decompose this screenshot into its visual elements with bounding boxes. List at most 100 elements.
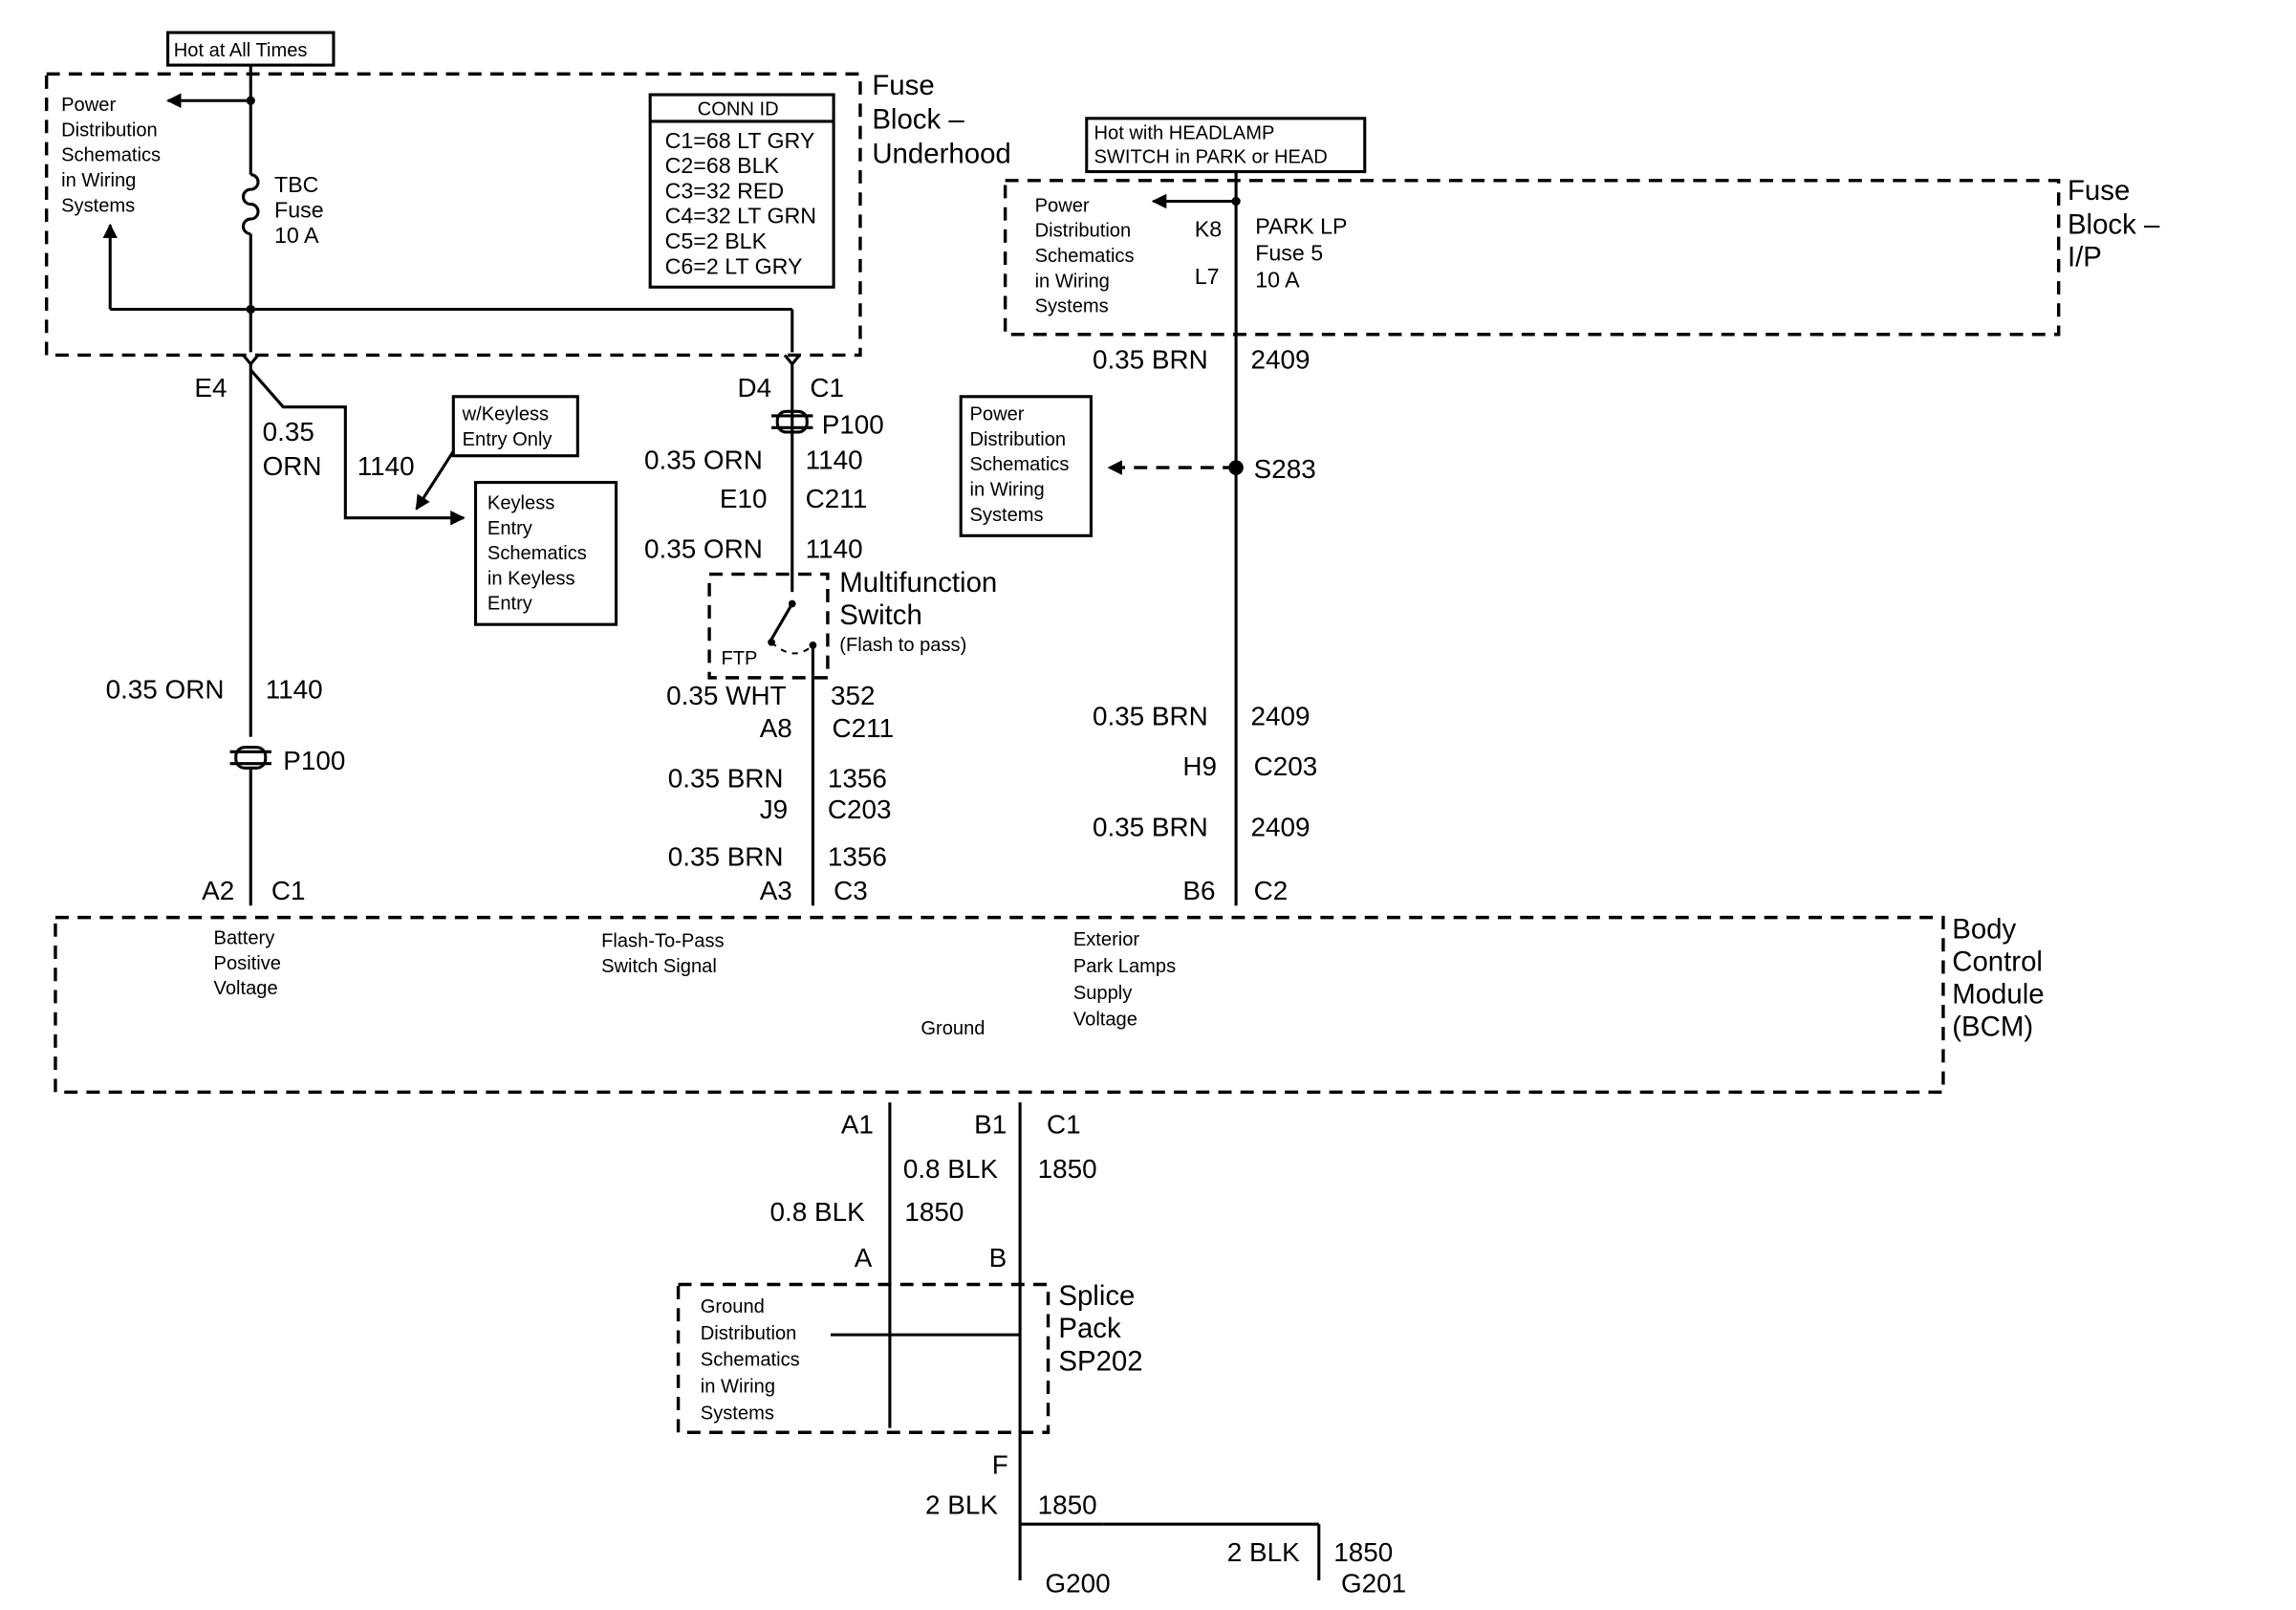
- svg-text:Distribution: Distribution: [61, 120, 158, 141]
- svg-text:Distribution: Distribution: [1035, 221, 1132, 242]
- svg-text:0.8 BLK: 0.8 BLK: [903, 1154, 999, 1184]
- tbc-amp-label: 10 A: [274, 223, 319, 248]
- svg-text:Exterior: Exterior: [1073, 929, 1140, 950]
- s283-splice-node: [1228, 460, 1244, 475]
- svg-text:C3: C3: [834, 876, 868, 905]
- svg-text:A8: A8: [760, 713, 792, 743]
- svg-text:SWITCH in PARK or HEAD: SWITCH in PARK or HEAD: [1094, 146, 1328, 167]
- keyless-circuit: 1140: [357, 451, 415, 481]
- svg-text:Entry: Entry: [487, 518, 533, 539]
- svg-text:C211: C211: [806, 484, 868, 513]
- svg-text:B6: B6: [1182, 876, 1215, 905]
- svg-text:0.35 WHT: 0.35 WHT: [666, 681, 786, 710]
- fuse-block-ip-outline: [1003, 179, 2061, 337]
- svg-text:Distribution: Distribution: [701, 1323, 797, 1344]
- svg-text:Block –: Block –: [2068, 209, 2160, 241]
- svg-text:SP202: SP202: [1058, 1345, 1142, 1377]
- fuse-block-underhood-title-3: Underhood: [872, 138, 1010, 169]
- svg-text:2 BLK: 2 BLK: [1227, 1537, 1300, 1567]
- svg-text:in Keyless: in Keyless: [487, 568, 575, 589]
- svg-text:C5=2 BLK: C5=2 BLK: [665, 228, 768, 253]
- keyless-entry-ref-box[interactable]: [473, 481, 618, 626]
- svg-text:(BCM): (BCM): [1952, 1011, 2033, 1042]
- svg-text:10 A: 10 A: [1255, 267, 1300, 292]
- svg-text:2409: 2409: [1251, 344, 1310, 374]
- svg-text:A2: A2: [202, 876, 234, 905]
- svg-text:Schematics: Schematics: [61, 145, 161, 166]
- svg-text:B1: B1: [974, 1110, 1007, 1140]
- svg-text:C3=32 RED: C3=32 RED: [665, 178, 784, 203]
- conn-id-table-underhood: [648, 93, 835, 289]
- svg-text:Battery: Battery: [214, 927, 276, 948]
- svg-text:H9: H9: [1182, 751, 1217, 781]
- svg-text:Schematics: Schematics: [1035, 246, 1135, 267]
- e4-connector-icon: [242, 354, 260, 367]
- conn-id-underhood-rows: C1=68 LT GRY C2=68 BLK C3=32 RED C4=32 L…: [665, 128, 816, 279]
- svg-text:Fuse 5: Fuse 5: [1255, 240, 1323, 265]
- svg-text:Systems: Systems: [701, 1403, 774, 1424]
- svg-text:1356: 1356: [828, 763, 887, 793]
- svg-text:0.8 BLK: 0.8 BLK: [770, 1197, 866, 1227]
- svg-text:Power: Power: [61, 95, 116, 116]
- svg-text:PARK LP: PARK LP: [1255, 214, 1347, 239]
- svg-text:1140: 1140: [806, 446, 863, 475]
- svg-text:2 BLK: 2 BLK: [925, 1490, 998, 1519]
- svg-text:Schematics: Schematics: [969, 454, 1069, 475]
- svg-text:C2: C2: [1254, 876, 1289, 905]
- svg-text:P100: P100: [822, 410, 884, 440]
- svg-text:2409: 2409: [1251, 813, 1310, 842]
- ftp-switch-contact: [769, 602, 794, 641]
- svg-text:C203: C203: [828, 794, 892, 824]
- fuse-block-underhood-title-2: Block –: [872, 104, 964, 136]
- svg-text:A1: A1: [841, 1110, 874, 1140]
- svg-text:(Flash to pass): (Flash to pass): [839, 635, 966, 656]
- svg-text:G201: G201: [1341, 1568, 1406, 1598]
- svg-text:S283: S283: [1254, 454, 1316, 484]
- svg-text:Body: Body: [1952, 913, 2016, 945]
- svg-text:Schematics: Schematics: [487, 543, 587, 564]
- conn-id-header: CONN ID: [698, 99, 779, 120]
- keyless-color: ORN: [263, 451, 322, 481]
- svg-text:Schematics: Schematics: [701, 1350, 800, 1371]
- svg-text:0.35 BRN: 0.35 BRN: [1093, 813, 1208, 842]
- svg-text:Entry Only: Entry Only: [463, 429, 553, 450]
- svg-text:1140: 1140: [266, 675, 323, 705]
- p100-inline-connector: [234, 746, 268, 770]
- svg-text:C6=2 LT GRY: C6=2 LT GRY: [665, 253, 803, 278]
- svg-text:0.35 BRN: 0.35 BRN: [668, 841, 784, 871]
- fuse-block-underhood-title-1: Fuse: [872, 70, 934, 101]
- svg-text:Entry: Entry: [487, 594, 533, 615]
- svg-text:1850: 1850: [1038, 1154, 1097, 1184]
- keyless-note-arrow: [415, 450, 455, 511]
- svg-text:1850: 1850: [904, 1197, 964, 1227]
- tbc-node: [246, 96, 255, 105]
- svg-text:Park Lamps: Park Lamps: [1073, 956, 1176, 977]
- svg-text:Switch Signal: Switch Signal: [601, 956, 717, 977]
- svg-text:Power: Power: [1035, 195, 1090, 216]
- p100-mid-connector: [775, 409, 809, 434]
- svg-text:Positive: Positive: [214, 953, 281, 974]
- svg-text:0.35 ORN: 0.35 ORN: [644, 534, 763, 564]
- svg-text:in Wiring: in Wiring: [61, 170, 136, 191]
- svg-text:A3: A3: [760, 876, 792, 905]
- svg-text:Control: Control: [1952, 946, 2043, 977]
- svg-text:Power: Power: [969, 404, 1024, 425]
- keyless-only-box: [451, 395, 579, 458]
- svg-text:1850: 1850: [1038, 1490, 1097, 1519]
- svg-text:Systems: Systems: [61, 195, 135, 216]
- svg-text:in Wiring: in Wiring: [701, 1376, 775, 1397]
- svg-text:Flash-To-Pass: Flash-To-Pass: [601, 931, 725, 952]
- svg-text:1356: 1356: [828, 841, 887, 871]
- svg-text:0.35 BRN: 0.35 BRN: [668, 763, 784, 793]
- svg-text:C1: C1: [1047, 1110, 1081, 1140]
- svg-text:FTP: FTP: [721, 648, 757, 669]
- svg-text:in Wiring: in Wiring: [1035, 271, 1110, 292]
- splice-pack-sp202-outline: [676, 1282, 1051, 1434]
- bcm-outline: [54, 915, 1945, 1094]
- power-distribution-ref-s283[interactable]: [959, 395, 1093, 537]
- svg-text:C4=32 LT GRN: C4=32 LT GRN: [665, 204, 816, 228]
- svg-text:Fuse: Fuse: [2068, 175, 2130, 207]
- svg-text:0.35 BRN: 0.35 BRN: [1093, 344, 1208, 374]
